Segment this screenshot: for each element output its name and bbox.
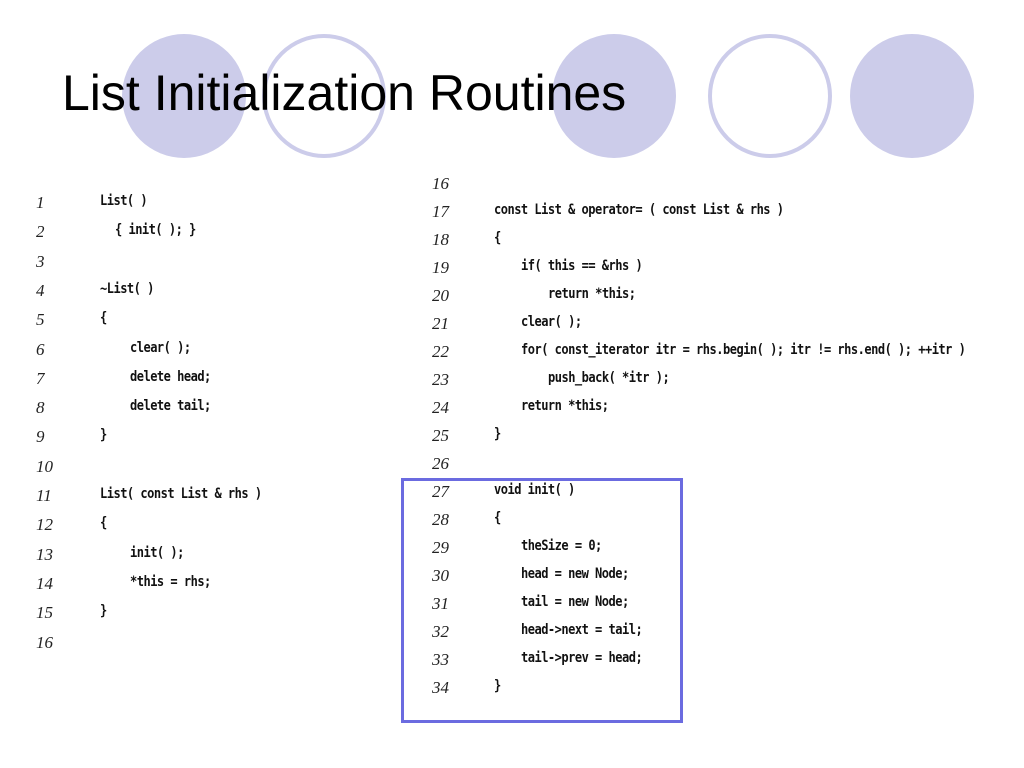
- line-number: 20: [432, 286, 449, 305]
- code-text: const List & operator= ( const List & rh…: [494, 202, 784, 218]
- code-text: }: [100, 603, 107, 620]
- line-number: 30: [432, 566, 449, 585]
- line-number: 11: [36, 486, 52, 505]
- line-number: 7: [36, 368, 45, 388]
- line-number: 18: [432, 230, 449, 249]
- decorative-circle: [708, 34, 832, 158]
- code-text: }: [494, 426, 501, 442]
- line-number: 1: [36, 193, 45, 212]
- code-text: { init( ); }: [115, 222, 196, 239]
- line-number: 14: [36, 573, 53, 593]
- code-text: List( const List & rhs ): [100, 486, 262, 502]
- code-text: *this = rhs;: [130, 573, 211, 590]
- code-text: clear( );: [521, 314, 582, 330]
- line-number: 12: [36, 515, 53, 535]
- line-number: 2: [36, 222, 45, 242]
- line-number: 24: [432, 398, 449, 417]
- line-number: 33: [432, 650, 449, 669]
- code-text: {: [100, 310, 107, 327]
- init-highlight-box: [401, 478, 683, 723]
- line-number: 8: [36, 398, 45, 418]
- line-number: 29: [432, 538, 449, 557]
- code-text: delete tail;: [130, 398, 211, 415]
- code-text: head->next = tail;: [521, 622, 643, 638]
- line-number: 21: [432, 314, 449, 333]
- code-text: void init( ): [494, 482, 575, 498]
- decorative-circle: [262, 34, 386, 158]
- line-number: 15: [36, 603, 53, 623]
- line-number: 27: [432, 482, 449, 501]
- line-number: 23: [432, 370, 449, 389]
- line-number: 32: [432, 622, 449, 641]
- code-text: clear( );: [130, 339, 191, 356]
- line-number: 28: [432, 510, 449, 529]
- code-text: {: [494, 510, 501, 526]
- line-number: 16: [432, 174, 449, 193]
- line-number: 3: [36, 251, 45, 271]
- code-text: delete head;: [130, 368, 211, 385]
- line-number: 19: [432, 258, 449, 277]
- slide-title: List Initialization Routines: [62, 65, 627, 121]
- code-text: tail = new Node;: [521, 594, 629, 610]
- line-number: 31: [432, 594, 449, 613]
- line-number: 13: [36, 544, 53, 564]
- line-number: 16: [36, 632, 53, 652]
- code-text: {: [100, 515, 107, 532]
- line-number: 26: [432, 454, 449, 473]
- line-number: 6: [36, 339, 45, 359]
- decorative-circle: [850, 34, 974, 158]
- decorative-circle: [122, 34, 246, 158]
- decorative-circle: [552, 34, 676, 158]
- code-text: return *this;: [548, 286, 636, 302]
- code-text: return *this;: [521, 398, 609, 414]
- code-text: }: [100, 427, 107, 444]
- code-text: List( ): [100, 193, 148, 209]
- line-number: 34: [432, 678, 449, 697]
- code-text: init( );: [130, 544, 184, 561]
- line-number: 10: [36, 456, 53, 476]
- code-text: {: [494, 230, 501, 246]
- code-text: if( this == &rhs ): [521, 258, 643, 274]
- line-number: 25: [432, 426, 449, 445]
- code-text: }: [494, 678, 501, 694]
- line-number: 5: [36, 310, 45, 330]
- line-number: 9: [36, 427, 45, 447]
- code-text: for( const_iterator itr = rhs.begin( ); …: [521, 342, 966, 358]
- code-text: ~List( ): [100, 280, 154, 297]
- line-number: 22: [432, 342, 449, 361]
- line-number: 4: [36, 280, 45, 300]
- code-text: theSize = 0;: [521, 538, 602, 554]
- line-number: 17: [432, 202, 449, 221]
- code-text: head = new Node;: [521, 566, 629, 582]
- code-text: push_back( *itr );: [548, 370, 670, 386]
- code-text: tail->prev = head;: [521, 650, 643, 666]
